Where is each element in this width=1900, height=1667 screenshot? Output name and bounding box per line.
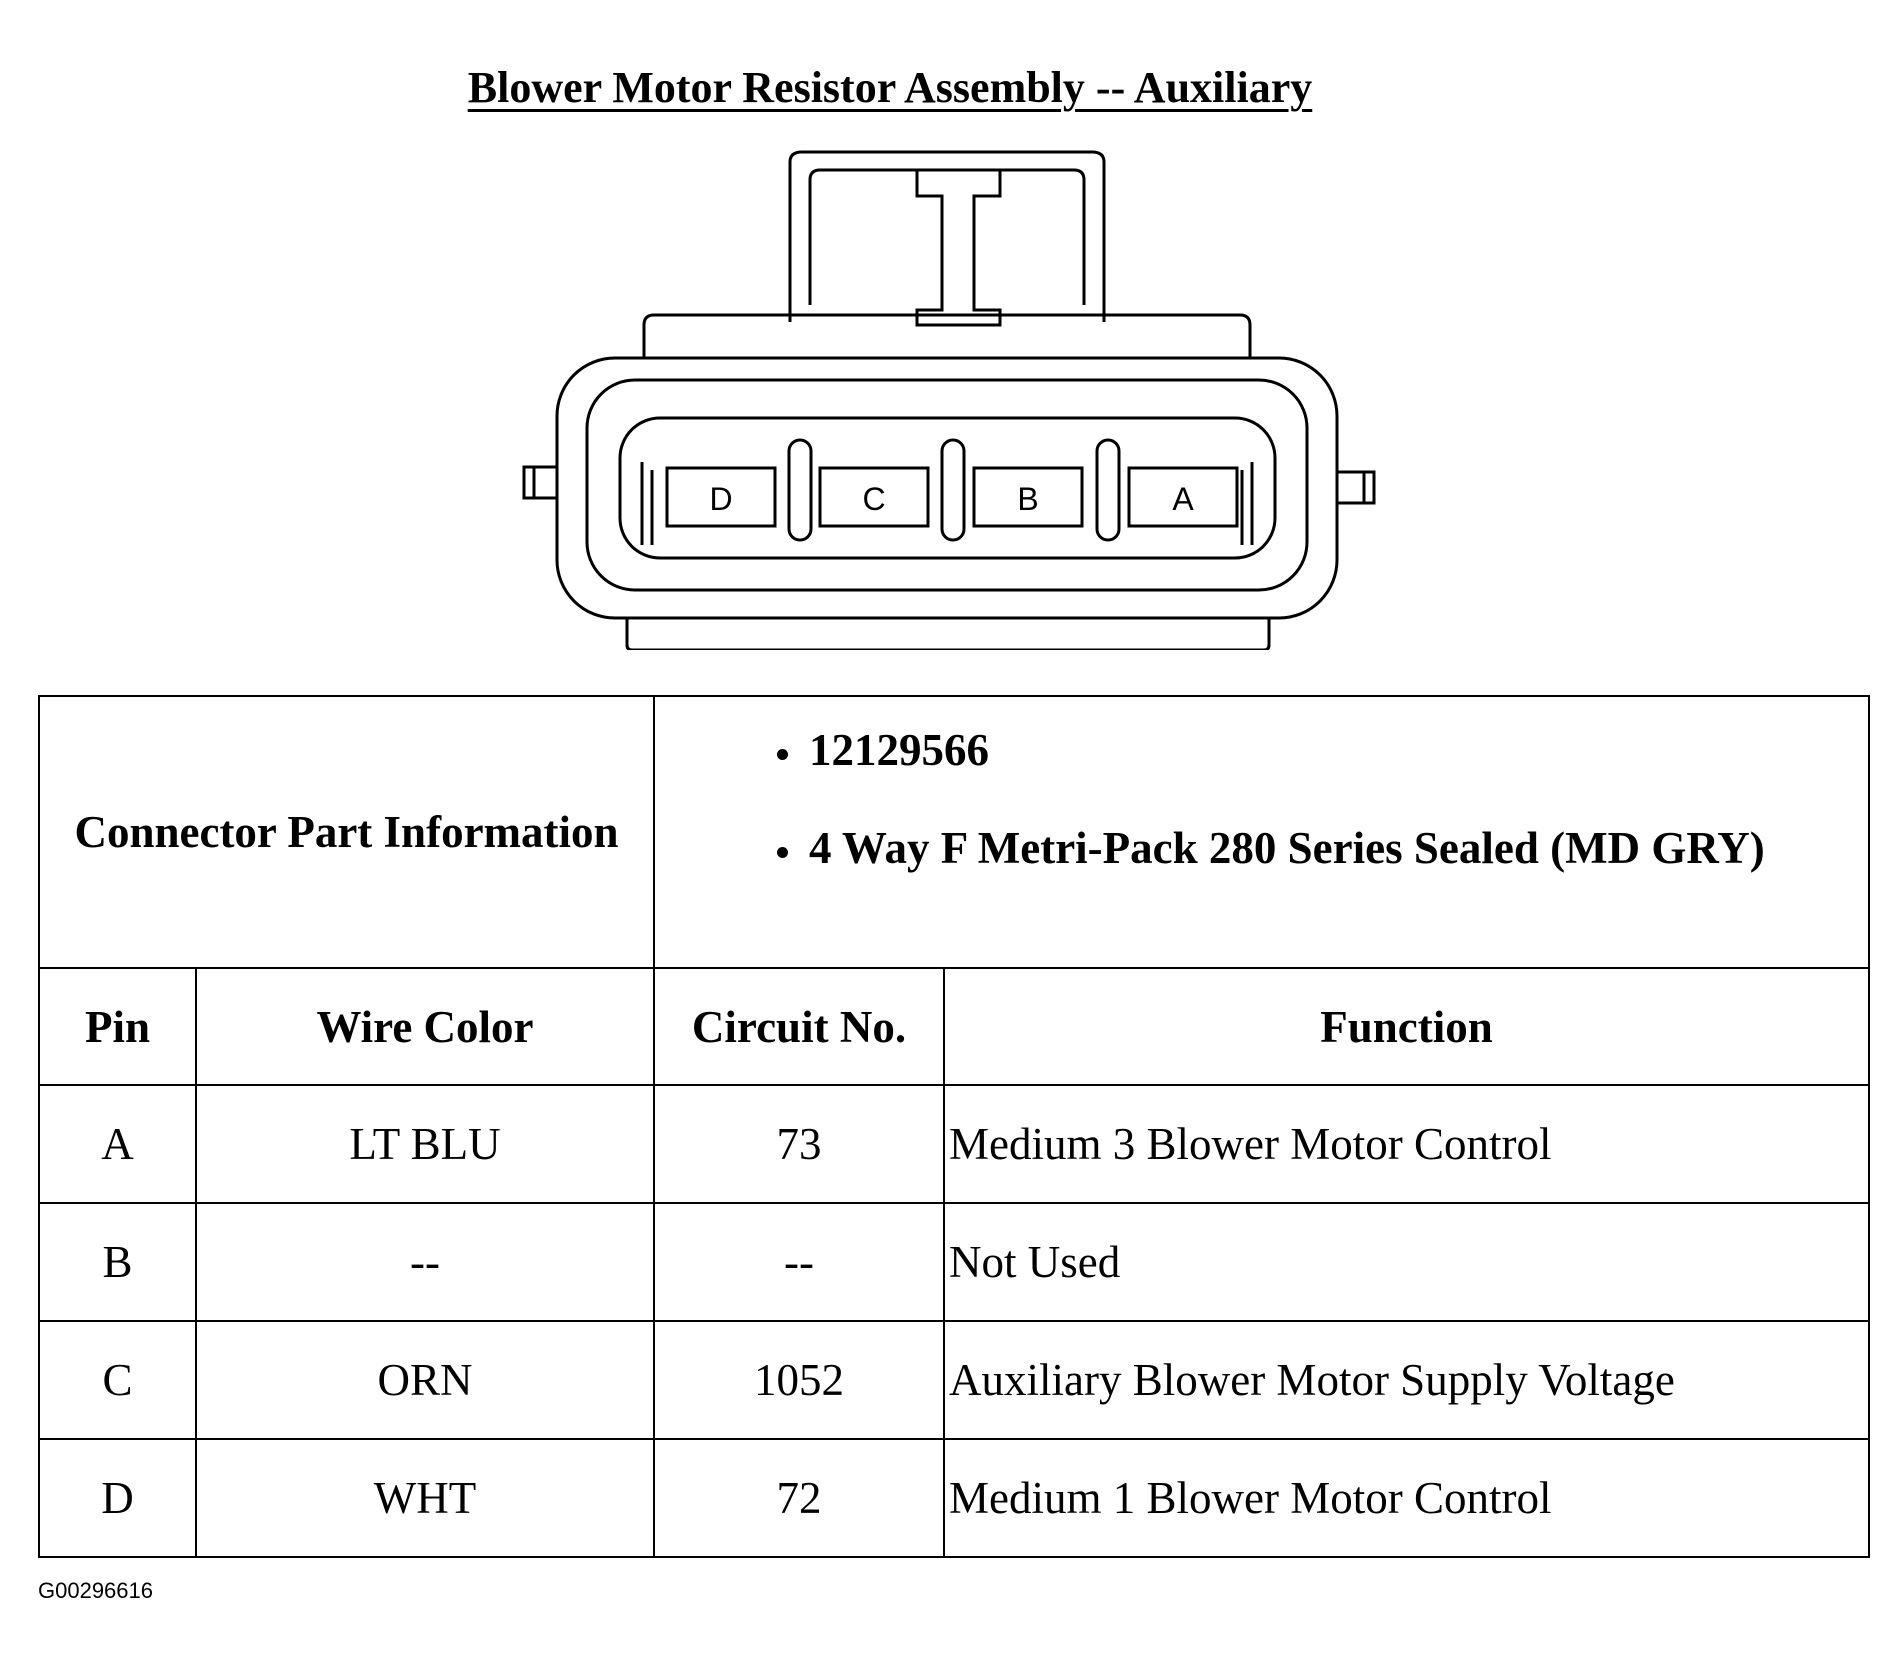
column-header-row: Pin Wire Color Circuit No. Function — [38, 967, 1871, 1086]
column-header-pin: Pin — [38, 967, 197, 1086]
pin-label-b: B — [1017, 481, 1038, 517]
column-header-wire-color: Wire Color — [195, 967, 655, 1086]
pin-box-a — [1127, 466, 1239, 528]
wire-color-cell: LT BLU — [195, 1084, 655, 1204]
circuit-cell: 1052 — [653, 1320, 945, 1440]
pin-cell: A — [38, 1084, 197, 1204]
table-row: A LT BLU 73 Medium 3 Blower Motor Contro… — [38, 1084, 1871, 1204]
connector-shoulder — [642, 313, 1252, 360]
pin-cavity — [618, 416, 1277, 560]
connector-housing-outer — [555, 356, 1339, 620]
part-info-label: Connector Part Information — [38, 695, 655, 969]
function-cell: Medium 3 Blower Motor Control — [942, 1084, 1871, 1204]
table-row: D WHT 72 Medium 1 Blower Motor Control — [38, 1438, 1871, 1558]
connector-skirt — [625, 618, 1271, 650]
part-number: 12129566 — [805, 721, 1868, 779]
column-header-function: Function — [942, 967, 1871, 1086]
wire-color-cell: ORN — [195, 1320, 655, 1440]
part-info-row: Connector Part Information 12129566 4 Wa… — [38, 695, 1871, 969]
table-row: B -- -- Not Used — [38, 1202, 1871, 1322]
pin-box-b — [972, 466, 1084, 528]
table-row: C ORN 1052 Auxiliary Blower Motor Supply… — [38, 1320, 1871, 1440]
wire-color-cell: -- — [195, 1202, 655, 1322]
pinout-table: Connector Part Information 12129566 4 Wa… — [38, 695, 1871, 1558]
pin-cell: C — [38, 1320, 197, 1440]
pin-label-c: C — [862, 481, 885, 517]
circuit-cell: -- — [653, 1202, 945, 1322]
diagram-title: Blower Motor Resistor Assembly -- Auxili… — [467, 63, 1313, 112]
connector-latch — [788, 150, 1106, 327]
connector-face-drawing: D C B A — [522, 150, 1376, 650]
pin-box-c — [818, 466, 930, 528]
pin-label-a: A — [1172, 481, 1194, 517]
function-cell: Not Used — [942, 1202, 1871, 1322]
side-tab-left — [522, 465, 557, 500]
column-header-circuit: Circuit No. — [653, 967, 945, 1086]
wire-color-cell: WHT — [195, 1438, 655, 1558]
part-info-list: 12129566 4 Way F Metri-Pack 280 Series S… — [652, 695, 1871, 969]
circuit-cell: 72 — [653, 1438, 945, 1558]
pin-cell: B — [38, 1202, 197, 1322]
pin-cell: D — [38, 1438, 197, 1558]
pin-label-d: D — [709, 481, 732, 517]
part-description: 4 Way F Metri-Pack 280 Series Sealed (MD… — [805, 819, 1868, 877]
pin-box-d — [665, 466, 777, 528]
separator-rib — [1095, 438, 1121, 542]
function-cell: Auxiliary Blower Motor Supply Voltage — [942, 1320, 1871, 1440]
side-tab-right — [1337, 470, 1376, 505]
circuit-cell: 73 — [653, 1084, 945, 1204]
connector-housing-inner — [585, 378, 1309, 592]
function-cell: Medium 1 Blower Motor Control — [942, 1438, 1871, 1558]
separator-rib — [940, 438, 966, 542]
separator-rib — [787, 438, 813, 542]
figure-id: G00296616 — [38, 1578, 153, 1603]
